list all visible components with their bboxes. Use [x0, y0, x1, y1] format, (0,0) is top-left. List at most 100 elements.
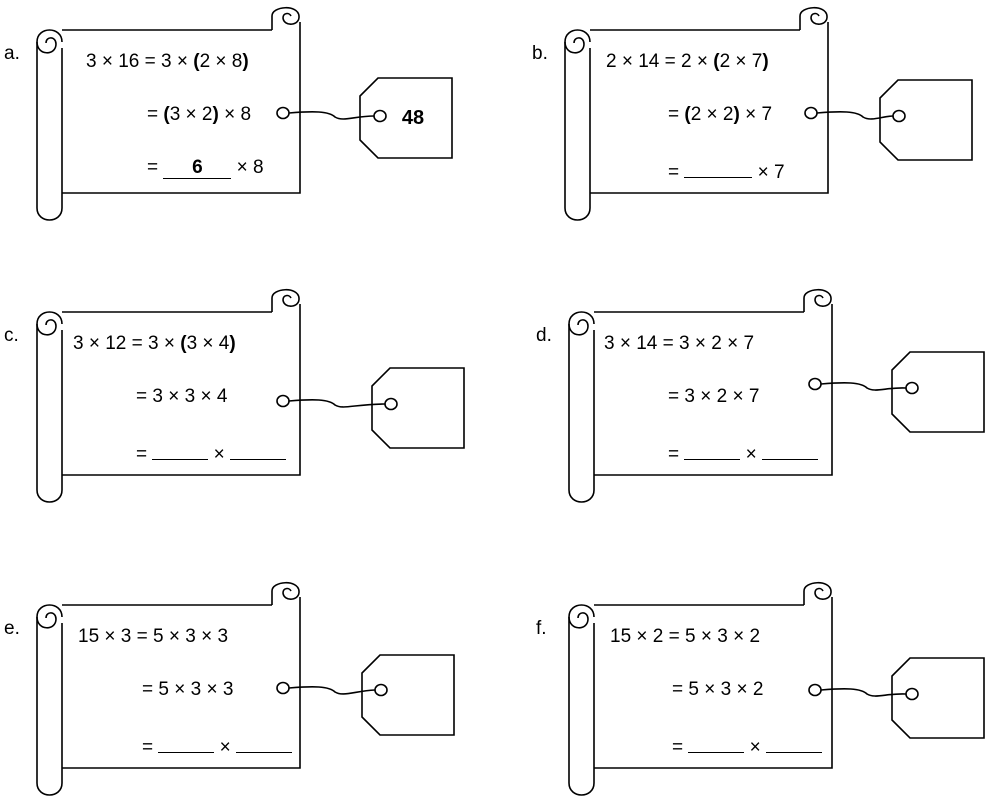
equation-line-2: = 3 × 2 × 7 [668, 387, 759, 406]
tag-hole [373, 109, 387, 123]
answer-blank[interactable] [762, 440, 819, 460]
scroll-eyelet [276, 681, 290, 695]
equation-line-2: = 5 × 3 × 3 [142, 680, 233, 699]
tag-string [288, 686, 376, 695]
answer-tag [891, 657, 985, 739]
problem-letter: e. [4, 618, 20, 639]
equation-text: 2 × 14 = 2 × [606, 51, 714, 72]
scroll-roller-left [564, 29, 591, 221]
equation-text: = 3 × 3 × 4 [136, 386, 228, 407]
times-sign: × [208, 444, 231, 465]
answer-tag [879, 79, 973, 161]
equation-line-1: 3 × 14 = 3 × 2 × 7 [604, 334, 754, 353]
equation-line-2: = 3 × 3 × 4 [136, 387, 227, 406]
answer-blank[interactable] [684, 440, 741, 460]
equation-text: 3 × 12 = 3 × [73, 333, 181, 354]
scroll [36, 581, 455, 796]
answer-blank[interactable] [236, 733, 293, 753]
answer-blank[interactable]: 6 [163, 158, 232, 179]
times-sign: × 8 [231, 157, 264, 178]
answer-blank[interactable] [766, 733, 823, 753]
equation-line-1: 3 × 12 = 3 × (3 × 4) [73, 334, 236, 353]
answer-blank[interactable] [684, 158, 753, 178]
equation-line-1: 3 × 16 = 3 × (2 × 8) [86, 52, 249, 71]
tag-hole [905, 381, 919, 395]
paren-expression: 2 × 8 [199, 51, 243, 72]
times-sign: × [214, 737, 237, 758]
equation-text: 15 × 2 = 5 × 3 × 2 [610, 626, 761, 647]
problem-letter: a. [4, 43, 20, 64]
answer-blank[interactable] [688, 733, 745, 753]
answer-blank[interactable] [152, 440, 209, 460]
scroll-eyelet [804, 106, 818, 120]
paren-expression: 2 × 2 [690, 104, 734, 125]
scroll-roller-left [36, 311, 63, 503]
equation-text: = [147, 104, 164, 125]
problem-letter: f. [536, 618, 547, 639]
close-paren: ) [762, 51, 769, 72]
scroll [36, 288, 465, 503]
tag-string [288, 399, 386, 408]
answer-blank[interactable] [158, 733, 215, 753]
scroll-roller-left [568, 604, 595, 796]
scroll [568, 288, 985, 503]
times-sign: × 7 [752, 162, 785, 183]
equation-line-2: = 5 × 3 × 2 [672, 680, 763, 699]
answer-blank[interactable] [230, 440, 287, 460]
equals-sign: = [668, 444, 685, 465]
scroll-eyelet [808, 377, 822, 391]
equation-text: = 5 × 3 × 3 [142, 679, 234, 700]
equation-line-2: = (3 × 2) × 8 [147, 105, 251, 124]
equation-line-3: = × [142, 733, 293, 758]
equation-line-2: = (2 × 2) × 7 [668, 105, 772, 124]
equation-tail: × 8 [218, 104, 252, 125]
close-paren: ) [733, 104, 740, 125]
tag-string [288, 111, 375, 120]
answer-tag [371, 367, 465, 449]
equals-sign: = [147, 157, 164, 178]
problem-letter: c. [4, 325, 19, 346]
tag-answer[interactable]: 48 [401, 107, 425, 129]
tag-hole [892, 109, 906, 123]
equation-line-1: 15 × 3 = 5 × 3 × 3 [78, 627, 228, 646]
equation-line-3: = × [672, 733, 823, 758]
equation-line-3: = × 7 [668, 158, 785, 182]
equation-text: 3 × 16 = 3 × [86, 51, 194, 72]
equation-text: 15 × 3 = 5 × 3 × 3 [78, 626, 229, 647]
equation-text: 3 × 14 = 3 × 2 × 7 [604, 333, 755, 354]
paren-expression: 3 × 4 [186, 333, 230, 354]
scroll-curl-top [271, 581, 300, 605]
equation-line-3: = 6 × 8 [147, 158, 264, 179]
equals-sign: = [136, 444, 153, 465]
tag-string [820, 382, 907, 391]
close-paren: ) [229, 333, 236, 354]
scroll-roller-left [568, 311, 595, 503]
equals-sign: = [672, 737, 689, 758]
equation-line-1: 2 × 14 = 2 × (2 × 7) [606, 52, 769, 71]
paren-expression: 3 × 2 [169, 104, 213, 125]
open-paren: ( [180, 333, 187, 354]
scroll-curl-top [271, 6, 300, 30]
answer-tag [361, 654, 455, 736]
tag-string [816, 111, 894, 120]
scroll-curl-top [271, 288, 300, 312]
scroll-roller-curl [568, 612, 589, 629]
scroll-roller-curl [36, 612, 57, 629]
equals-sign: = [142, 737, 159, 758]
scroll-curl-top [803, 581, 832, 605]
times-sign: × [740, 444, 763, 465]
problem-letter: b. [532, 43, 548, 64]
answer-tag [891, 351, 985, 433]
equation-text: = 5 × 3 × 2 [672, 679, 764, 700]
tag-hole [905, 687, 919, 701]
close-paren: ) [212, 104, 219, 125]
tag-string [820, 688, 907, 697]
equation-tail: × 7 [739, 104, 773, 125]
open-paren: ( [193, 51, 200, 72]
scroll-roller-curl [564, 37, 585, 54]
equals-sign: = [668, 162, 685, 183]
problem-letter: d. [536, 325, 552, 346]
close-paren: ) [242, 51, 249, 72]
equation-text: = [668, 104, 685, 125]
tag-hole [384, 397, 398, 411]
